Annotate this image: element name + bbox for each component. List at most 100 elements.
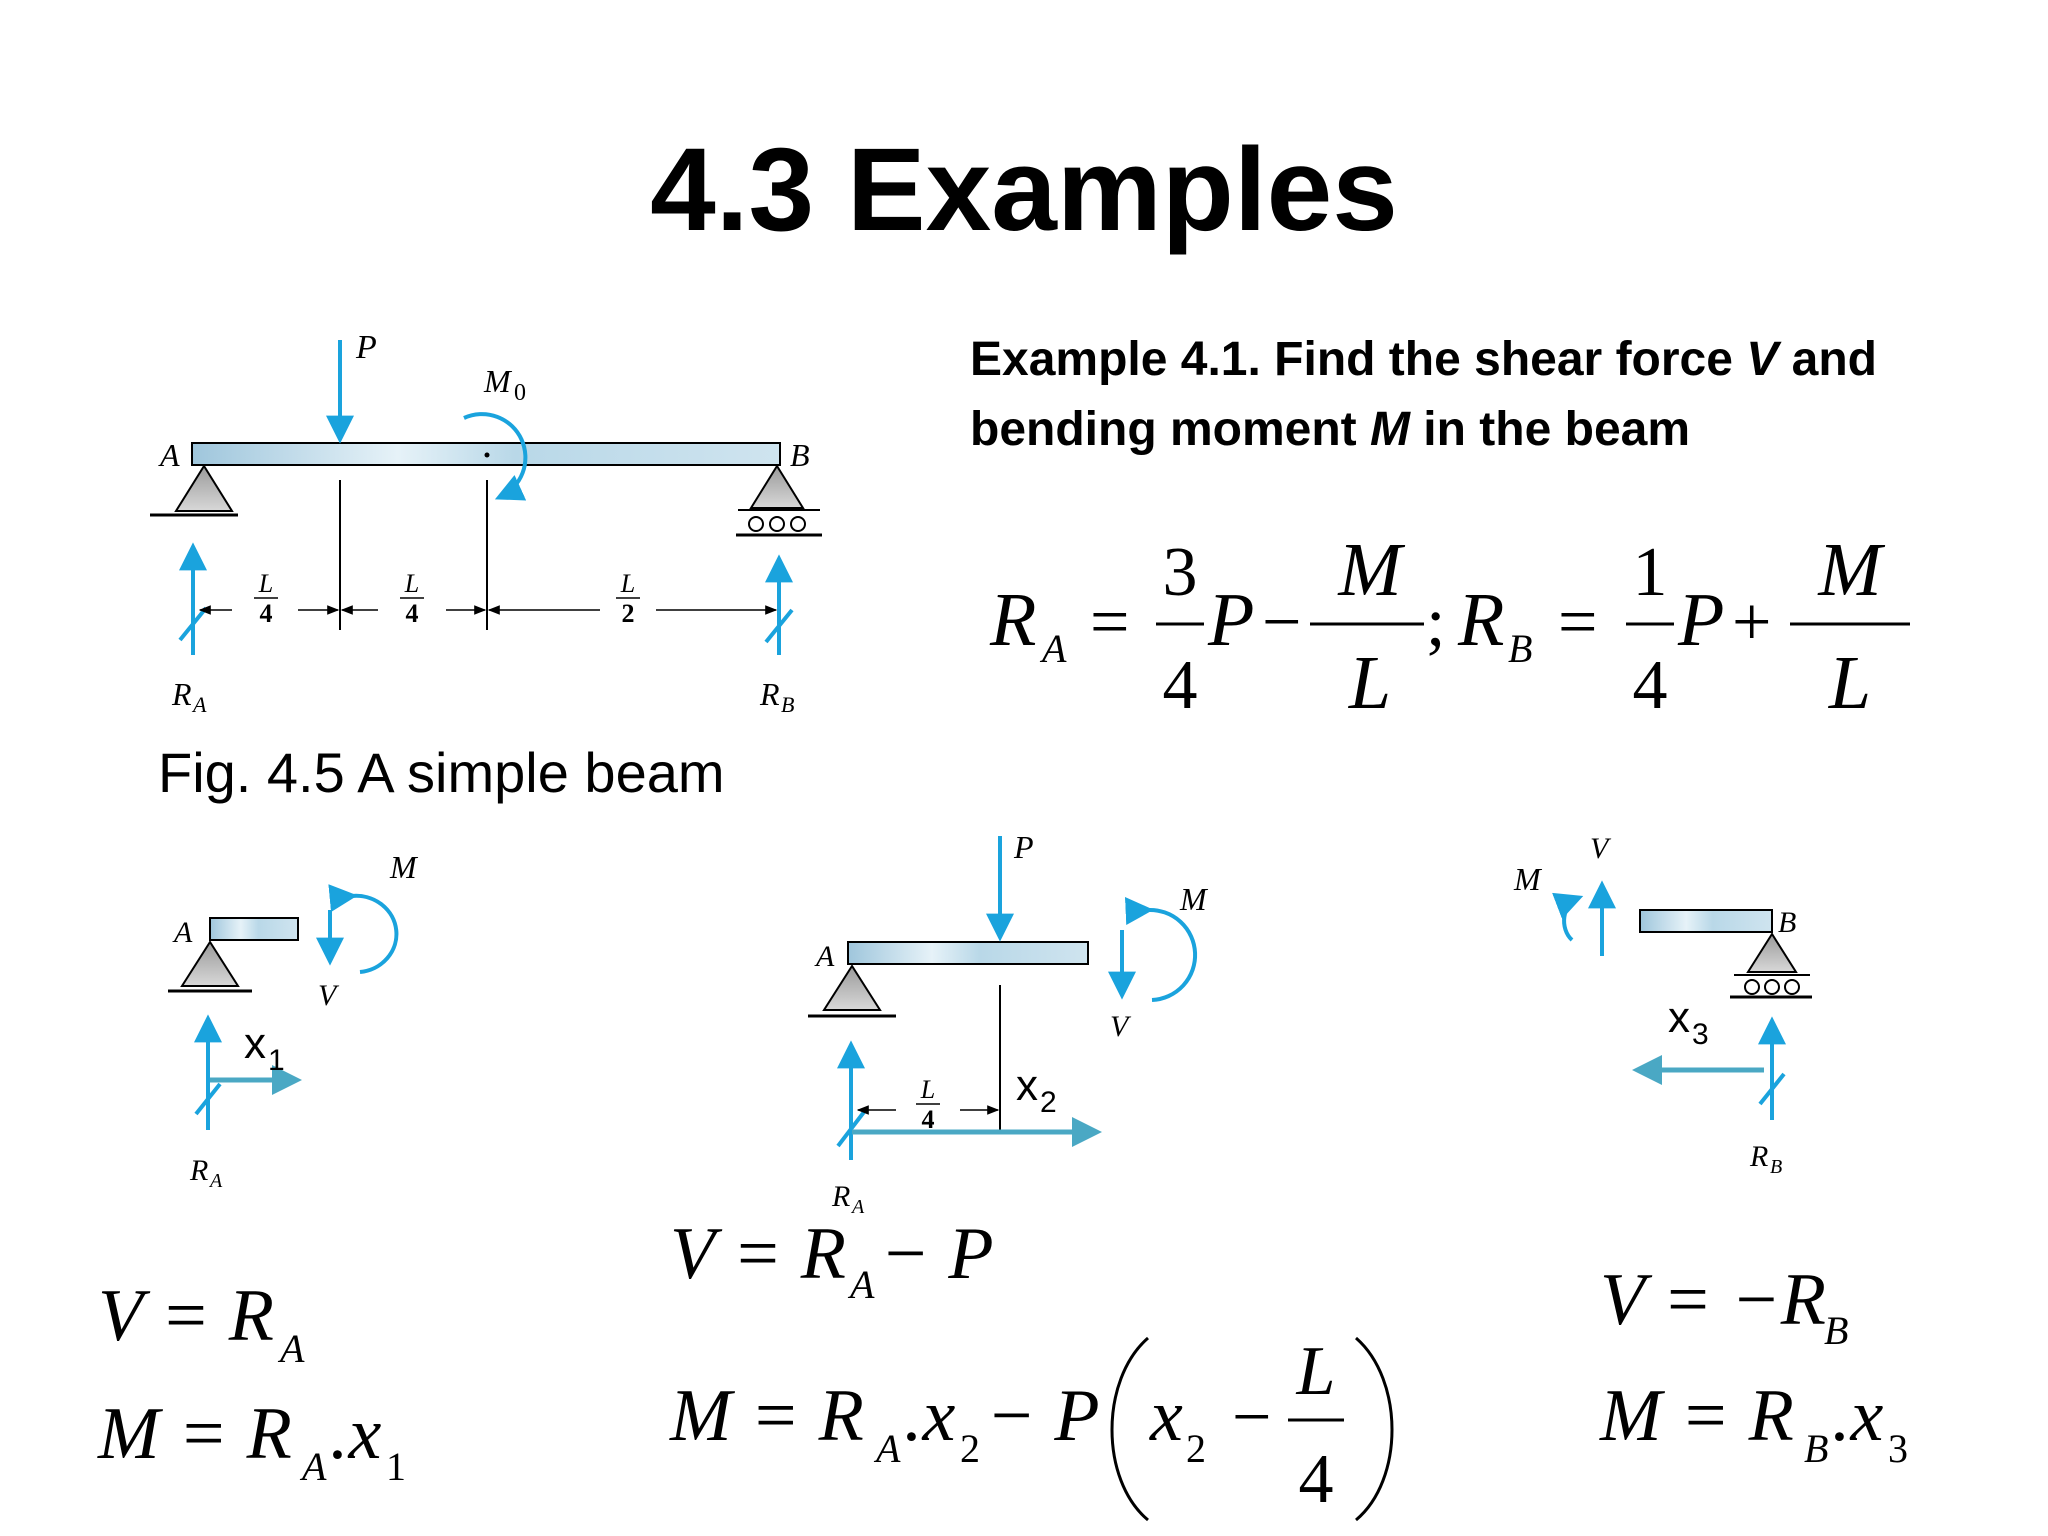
eq-rb: R [1457, 578, 1504, 662]
problem-text-2: and bending moment [970, 333, 1877, 456]
fbd2-label-a: A [814, 940, 835, 973]
seg3-m-eq: M = R [1599, 1375, 1794, 1457]
fbd2-reaction-slash [836, 1110, 866, 1148]
fbd1-label-r-sub: A [208, 1170, 223, 1192]
seg3-equations: V = −R B M = R B .x 3 [1599, 1259, 1908, 1471]
seg3-v-eq: V = −R [1600, 1259, 1826, 1341]
fbd-segment-3: B V M R B x 3 [1513, 832, 1812, 1178]
fbd1-label-v: V [318, 979, 340, 1012]
seg2-m-x: .x [904, 1375, 956, 1457]
seg2-frac-num: L [1296, 1333, 1336, 1410]
seg3-m-sub: B [1804, 1426, 1828, 1471]
eq-frac2-den: L [1348, 641, 1391, 725]
fbd1-beam [209, 917, 299, 941]
eq-equals-2: = [1558, 584, 1597, 661]
seg2-m-x-sub: 2 [960, 1426, 980, 1471]
eq-minus-1: − [1262, 584, 1301, 661]
fbd2-dim-den: 4 [922, 1105, 935, 1134]
fbd3-beam [1639, 909, 1773, 933]
fbd2-moment-arrow [1125, 896, 1197, 1002]
fbd2-label-m: M [1179, 881, 1209, 917]
dim-2-num: L [404, 569, 419, 598]
eq-plus: + [1732, 584, 1771, 661]
fbd3-label-x-sub: 3 [1692, 1018, 1709, 1051]
eq-ra: R [989, 578, 1036, 662]
dim-1-den: 4 [260, 599, 273, 628]
seg1-equations: V = R A M = R A .x 1 [97, 1275, 406, 1489]
seg2-equations: V = R A − P M = R A .x 2 − P x 2 − L 4 [669, 1213, 1394, 1522]
fbd3-label-m: M [1513, 861, 1543, 897]
eq-ra-sub: A [1039, 626, 1067, 671]
eq-semicolon: ; [1426, 584, 1445, 661]
fbd1-label-x-sub: 1 [268, 1044, 285, 1077]
seg2-paren-left [1110, 1336, 1149, 1522]
fbd2-label-r-sub: A [850, 1196, 865, 1218]
fbd2-label-v: V [1110, 1010, 1132, 1043]
fbd1-label-a: A [172, 916, 193, 949]
seg3-m-x-sub: 3 [1888, 1426, 1908, 1471]
seg2-m-sub: A [873, 1426, 901, 1471]
fbd3-roller-3 [1784, 979, 1800, 995]
seg2-paren-x: x [1149, 1375, 1183, 1457]
eq-p-2: P [1677, 578, 1724, 662]
eq-rb-sub: B [1508, 626, 1532, 671]
page-title: 4.3 Examples [650, 124, 1398, 256]
pin-support-a [174, 464, 234, 512]
reaction-equation: R A = 3 4 P − M L ; R B = 1 4 P + M L [989, 528, 1910, 725]
seg2-frac-den: 4 [1299, 1441, 1334, 1518]
problem-moment-symbol: M [1369, 403, 1410, 456]
fbd1-label-m: M [389, 849, 419, 885]
seg3-v-sub: B [1824, 1308, 1848, 1353]
moment-arrow-m0 [463, 412, 528, 501]
fbd2-beam [847, 941, 1089, 965]
label-m0-sub: 0 [514, 380, 526, 406]
label-support-a: A [158, 437, 180, 473]
label-ra: R [171, 676, 192, 712]
fbd3-reaction-slash [1758, 1072, 1786, 1106]
reaction-slash-rb [764, 608, 794, 644]
seg1-v-sub: A [277, 1326, 305, 1371]
label-rb-sub: B [781, 692, 794, 717]
eq-frac4-den: L [1828, 641, 1871, 725]
fbd3-roller-1 [1744, 979, 1760, 995]
seg1-m-x-sub: 1 [386, 1444, 406, 1489]
fbd1-pin-support [180, 940, 240, 987]
eq-frac1-num: 3 [1163, 534, 1198, 611]
fbd3-label-x: x [1668, 993, 1690, 1042]
fbd2-pin-support [822, 964, 882, 1011]
fbd2-label-x-sub: 2 [1040, 1086, 1057, 1119]
fbd3-label-b: B [1778, 906, 1796, 939]
fbd3-label-r-sub: B [1770, 1156, 1782, 1178]
fbd2-label-p: P [1013, 829, 1034, 865]
label-rb: R [759, 676, 780, 712]
seg2-paren-right [1355, 1336, 1394, 1522]
dim-2-den: 4 [406, 599, 419, 628]
dim-1-num: L [258, 569, 273, 598]
seg2-m-eq: M = R [669, 1375, 864, 1457]
fbd2-label-x: x [1016, 1061, 1038, 1110]
fbd-segment-2: A P V M R A L 4 x 2 [808, 829, 1209, 1218]
dim-3-num: L [620, 569, 635, 598]
fbd2-dim-num: L [920, 1075, 935, 1104]
seg3-m-x: .x [1832, 1375, 1884, 1457]
seg1-m-sub: A [299, 1444, 327, 1489]
seg2-paren-minus: − [1232, 1379, 1271, 1456]
label-p: P [355, 329, 377, 366]
fbd3-roller-2 [1764, 979, 1780, 995]
label-support-b: B [790, 437, 810, 473]
figure-caption: Fig. 4.5 A simple beam [158, 741, 725, 804]
label-ra-sub: A [191, 692, 207, 717]
eq-frac3-den: 4 [1633, 647, 1668, 724]
roller-1 [748, 516, 764, 532]
moment-point [484, 452, 490, 458]
seg2-v-sub: A [847, 1262, 875, 1307]
fbd1-moment-arrow [328, 884, 399, 974]
fbd3-roller-support [1746, 932, 1798, 973]
fbd2-label-r: R [831, 1180, 850, 1213]
problem-text-1: Example 4.1. Find the shear force [970, 333, 1747, 386]
dim-3-den: 2 [622, 599, 635, 628]
label-m0: M [483, 363, 513, 399]
fbd-segment-1: A V M R A x 1 [168, 849, 419, 1192]
main-beam-figure: P M 0 A B R A R B L 4 L 4 L 2 [150, 329, 822, 717]
fbd3-moment-arrow [1552, 892, 1584, 942]
